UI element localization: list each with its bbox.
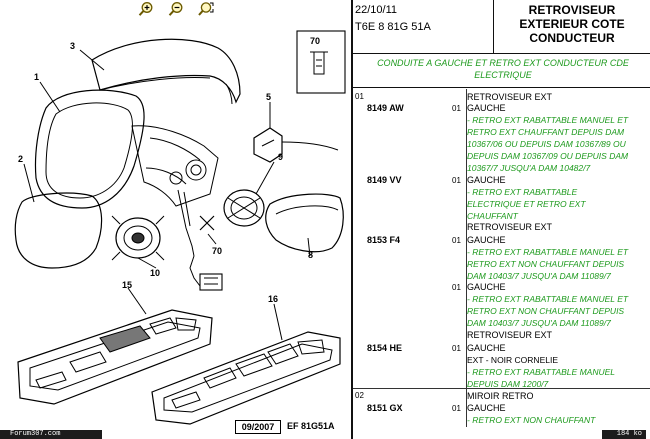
desc-line: 10367/06 OU DEPUIS DAM 10367/89 OU: [467, 139, 626, 149]
zoom-out-button[interactable]: [168, 1, 184, 17]
zoom-in-icon: [138, 2, 153, 16]
mirror-glass-drawing: [14, 192, 103, 269]
part-name: GAUCHE: [467, 282, 506, 292]
callout-70-wiring: 70: [212, 246, 222, 256]
part-qty: 01: [452, 104, 461, 113]
part-qty: 01: [452, 283, 461, 292]
part-description: - RETRO EXT RABATTABLE MANUEL DEPUIS DAM…: [467, 366, 648, 390]
desc-line: RETRO EXT NON CHAUFFANT DEPUIS: [467, 259, 625, 269]
desc-line: CHAUFFANT: [467, 211, 518, 221]
zoom-fit-icon: [198, 2, 214, 16]
desc-line: RETRO EXT NON CHAUFFANT DEPUIS: [467, 306, 625, 316]
drawing-reference: EF 81G51A: [287, 421, 335, 431]
diagram-pane: 1 2 3 5 8 9 10 15 16 70 70 09/2007 EF 81…: [0, 1, 346, 439]
parts-list[interactable]: 01 RETROVISEUR EXT 8149 AW 01 GAUCHE - R…: [353, 89, 650, 427]
callout-1: 1: [34, 72, 39, 82]
desc-line: 10367/7 JUSQU'A DAM 10482/7: [467, 163, 591, 173]
group-title: RETROVISEUR EXT: [467, 222, 553, 232]
callout-2: 2: [18, 154, 23, 164]
catalog-header: 22/10/11 T6E 8 81G 51A RETROVISEUR EXTER…: [353, 0, 650, 54]
part-number[interactable]: 8154 HE: [367, 343, 403, 353]
title-line: EXTERIEUR COTE: [519, 17, 625, 31]
catalog-date: 22/10/11: [355, 4, 398, 16]
catalog-reference: T6E 8 81G 51A: [355, 21, 431, 33]
desc-line: - RETRO EXT RABATTABLE MANUEL ET: [467, 247, 629, 257]
desc-line: DEPUIS DAM 1200/7: [467, 379, 549, 389]
mirror-motor-drawing: [111, 215, 165, 261]
part-number[interactable]: 8149 VV: [367, 175, 402, 185]
zoom-fit-button[interactable]: [198, 1, 214, 17]
callout-9: 9: [278, 152, 283, 162]
desc-line: ELECTRIQUE ET RETRO EXT: [467, 199, 586, 209]
desc-line: DAM 10403/7 JUSQU'A DAM 11089/7: [467, 318, 611, 328]
part-description: - RETRO EXT RABATTABLE MANUEL ET RETRO E…: [467, 293, 648, 329]
callout-5: 5: [266, 92, 271, 102]
part-name: GAUCHE: [467, 403, 506, 413]
desc-line: - RETRO EXT NON CHAUFFANT: [467, 415, 596, 425]
part-description: - RETRO EXT RABATTABLE MANUEL ET RETRO E…: [467, 114, 648, 174]
file-size-indicator: 184 ko: [602, 430, 646, 439]
part-number[interactable]: 8149 AW: [367, 103, 404, 113]
window-switch-panel-right: [151, 331, 341, 425]
mirror-cover-drawing: [91, 38, 241, 104]
mirror-cap-drawing: [265, 193, 344, 253]
callout-16: 16: [268, 294, 278, 304]
group-title: MIROIR RETRO: [467, 391, 534, 401]
group-code: 02: [355, 391, 364, 400]
part-qty: 01: [452, 176, 461, 185]
desc-line: - RETRO EXT RABATTABLE MANUEL ET: [467, 115, 629, 125]
part-description: - RETRO EXT NON CHAUFFANT: [467, 414, 648, 426]
part-name: GAUCHE: [467, 103, 506, 113]
desc-line: - RETRO EXT RABATTABLE: [467, 187, 578, 197]
desc-line: DEPUIS DAM 10367/09 OU DEPUIS DAM: [467, 151, 629, 161]
part-qty: 01: [452, 236, 461, 245]
part-description: - RETRO EXT RABATTABLE ELECTRIQUE ET RET…: [467, 186, 648, 222]
site-watermark: Forum307.com: [0, 430, 102, 439]
desc-line: DAM 10403/7 JUSQU'A DAM 11089/7: [467, 271, 611, 281]
group-title: RETROVISEUR EXT: [467, 330, 553, 340]
callout-3: 3: [70, 41, 75, 51]
pane-divider[interactable]: [351, 0, 353, 439]
part-name: GAUCHE: [467, 235, 506, 245]
drawing-date: 09/2007: [235, 420, 281, 434]
part-qty: 01: [452, 404, 461, 413]
part-number[interactable]: 8151 GX: [367, 403, 403, 413]
part-description: - RETRO EXT RABATTABLE MANUEL ET RETRO E…: [467, 246, 648, 282]
title-line: RETROVISEUR: [528, 3, 616, 17]
application-note-text: CONDUITE A GAUCHE ET RETRO EXT CONDUCTEU…: [377, 58, 629, 80]
part-qty: 01: [452, 344, 461, 353]
mirror-housing-drawing: [34, 89, 145, 209]
desc-line: - RETRO EXT RABATTABLE MANUEL: [467, 367, 615, 377]
callout-15: 15: [122, 280, 132, 290]
title-line: CONDUCTEUR: [529, 31, 615, 45]
callout-70-screw: 70: [310, 36, 320, 46]
zoom-in-button[interactable]: [138, 1, 154, 17]
part-color: EXT - NOIR CORNELIE: [467, 355, 558, 365]
page-title: RETROVISEUR EXTERIEUR COTE CONDUCTEUR: [493, 0, 650, 54]
group-title: RETROVISEUR EXT: [467, 92, 553, 102]
column-rule: [466, 89, 467, 427]
part-name: GAUCHE: [467, 175, 506, 185]
desc-line: - RETRO EXT RABATTABLE MANUEL ET: [467, 294, 629, 304]
parts-pane: 22/10/11 T6E 8 81G 51A RETROVISEUR EXTER…: [353, 0, 650, 439]
application-note: CONDUITE A GAUCHE ET RETRO EXT CONDUCTEU…: [353, 54, 650, 88]
exploded-parts-diagram: 1 2 3 5 8 9 10 15 16 70 70: [14, 30, 346, 425]
part-name: GAUCHE: [467, 343, 506, 353]
group-divider: [353, 388, 650, 389]
zoom-toolbar: [138, 1, 214, 17]
zoom-out-icon: [168, 2, 183, 16]
callout-8: 8: [308, 250, 313, 260]
desc-line: RETRO EXT CHAUFFANT DEPUIS DAM: [467, 127, 625, 137]
callout-10: 10: [150, 268, 160, 278]
part-number[interactable]: 8153 F4: [367, 235, 401, 245]
group-code: 01: [355, 92, 364, 101]
window-switch-panel-left: [17, 309, 213, 405]
